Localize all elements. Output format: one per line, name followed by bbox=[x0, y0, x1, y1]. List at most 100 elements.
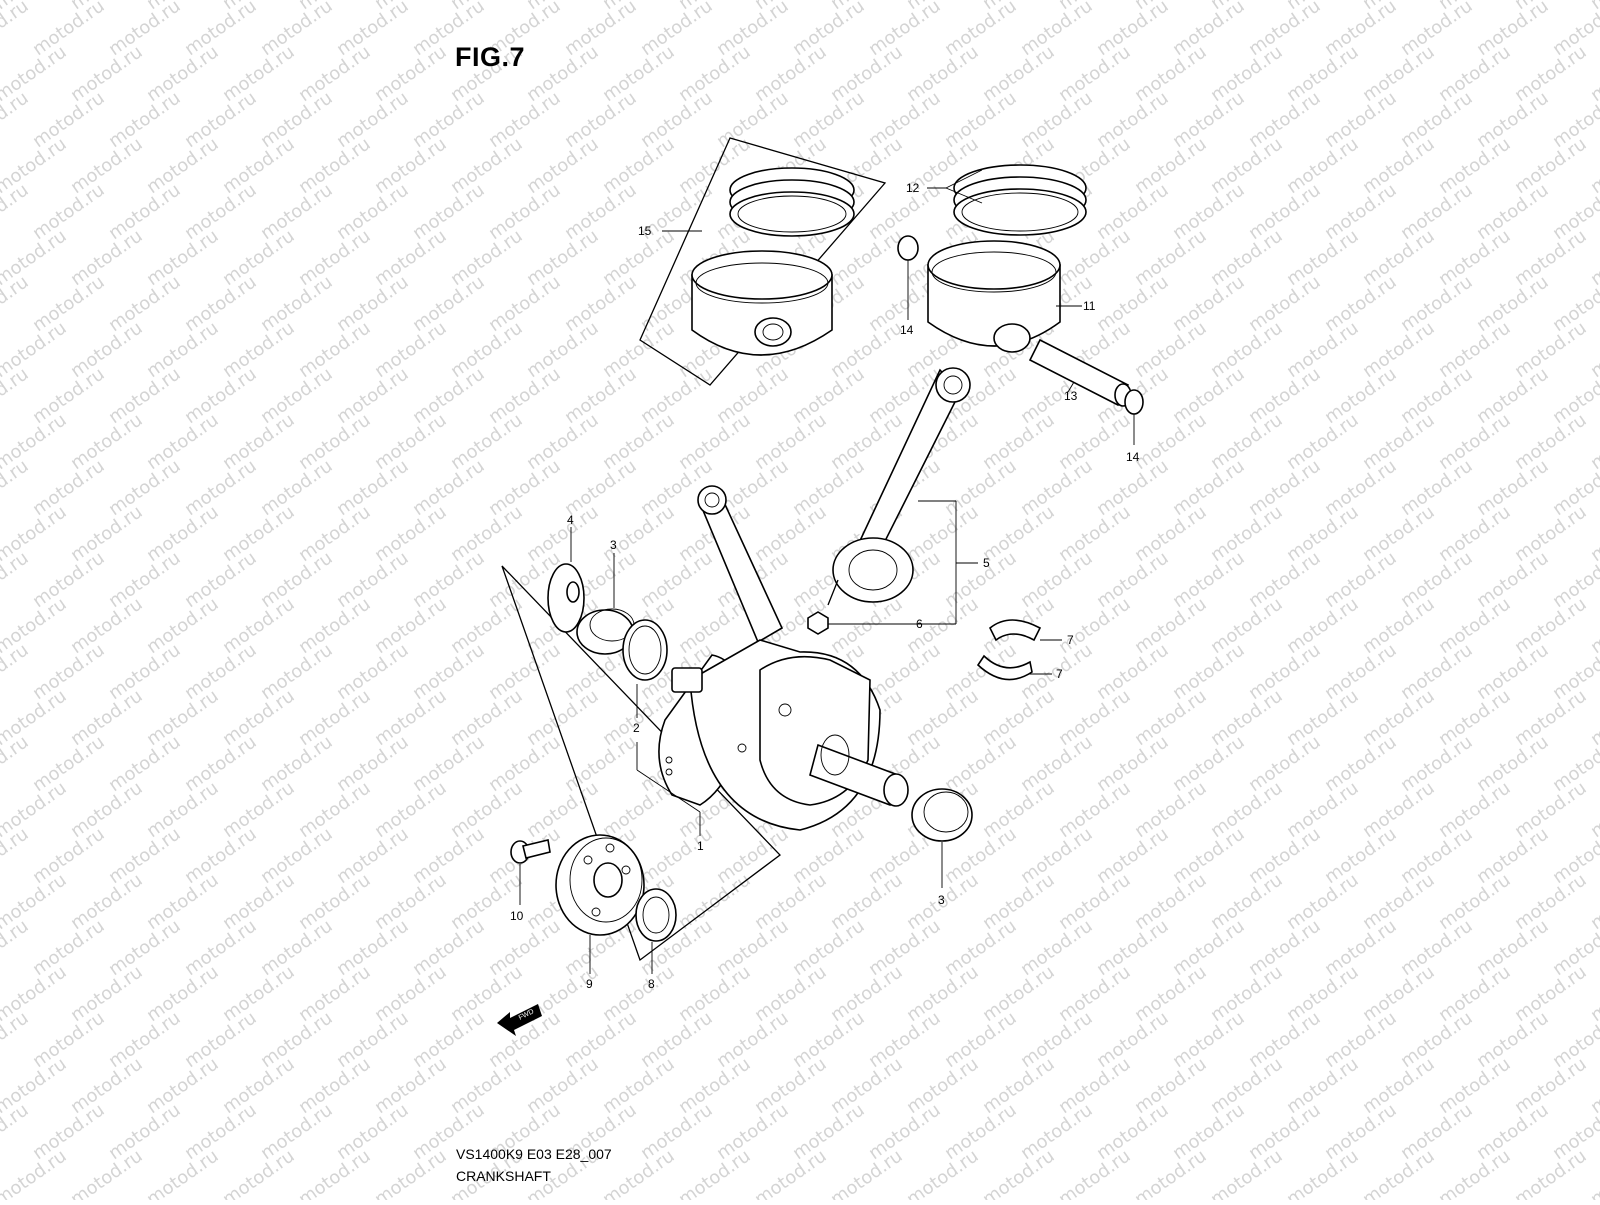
watermark-text: motod.ru bbox=[1055, 42, 1135, 107]
watermark-text: motod.ru bbox=[257, 272, 337, 337]
watermark-text: motod.ru bbox=[447, 410, 527, 475]
watermark-text: motod.ru bbox=[181, 1100, 261, 1165]
watermark-text: motod.ru bbox=[1435, 42, 1515, 107]
watermark-text: motod.ru bbox=[1055, 594, 1135, 659]
watermark-text: motod.ru bbox=[295, 778, 375, 843]
watermark-text: motod.ru bbox=[1321, 640, 1401, 705]
watermark-text: motod.ru bbox=[1587, 962, 1600, 1027]
watermark-text: motod.ru bbox=[1587, 318, 1600, 383]
watermark-text: motod.ru bbox=[257, 640, 337, 705]
watermark-text: motod.ru bbox=[979, 962, 1059, 1027]
watermark-text: motod.ru bbox=[827, 962, 907, 1027]
watermark-text: motod.ru bbox=[181, 548, 261, 613]
watermark-text: motod.ru bbox=[865, 1100, 945, 1165]
watermark-text: motod.ru bbox=[751, 502, 831, 567]
callout-4: 4 bbox=[567, 513, 574, 527]
watermark-text: motod.ru bbox=[105, 1008, 185, 1073]
watermark-text: motod.ru bbox=[105, 640, 185, 705]
watermark-text: motod.ru bbox=[637, 0, 717, 60]
watermark-text: motod.ru bbox=[1359, 594, 1439, 659]
watermark-text: motod.ru bbox=[1245, 916, 1325, 981]
watermark-text: motod.ru bbox=[1169, 180, 1249, 245]
watermark-text: motod.ru bbox=[1435, 226, 1515, 291]
watermark-text: motod.ru bbox=[1207, 870, 1287, 935]
watermark-text: motod.ru bbox=[1169, 640, 1249, 705]
watermark-text: motod.ru bbox=[447, 318, 527, 383]
watermark-text: motod.ru bbox=[333, 180, 413, 245]
watermark-text: motod.ru bbox=[1093, 88, 1173, 153]
watermark-text: motod.ru bbox=[1511, 594, 1591, 659]
watermark-text: motod.ru bbox=[219, 594, 299, 659]
watermark-text: motod.ru bbox=[219, 410, 299, 475]
watermark-text: motod.ru bbox=[1055, 226, 1135, 291]
watermark-text: motod.ru bbox=[105, 272, 185, 337]
callout-6: 6 bbox=[916, 617, 923, 631]
watermark-text: motod.ru bbox=[903, 1054, 983, 1119]
watermark-text: motod.ru bbox=[333, 732, 413, 797]
callout-12: 12 bbox=[906, 181, 920, 195]
watermark-text: motod.ru bbox=[1587, 1054, 1600, 1119]
watermark-text: motod.ru bbox=[1017, 732, 1097, 797]
callout-9: 9 bbox=[586, 977, 593, 991]
watermark-text: motod.ru bbox=[371, 962, 451, 1027]
watermark-text: motod.ru bbox=[1207, 410, 1287, 475]
watermark-text: motod.ru bbox=[1131, 962, 1211, 1027]
watermark-text: motod.ru bbox=[1169, 824, 1249, 889]
watermark-text: motod.ru bbox=[1587, 594, 1600, 659]
watermark-text: motod.ru bbox=[1435, 778, 1515, 843]
watermark-text: motod.ru bbox=[1245, 364, 1325, 429]
watermark-text: motod.ru bbox=[105, 88, 185, 153]
watermark-text: motod.ru bbox=[1359, 410, 1439, 475]
watermark-text: motod.ru bbox=[1245, 732, 1325, 797]
watermark-text: motod.ru bbox=[1283, 594, 1363, 659]
watermark-text: motod.ru bbox=[523, 1054, 603, 1119]
watermark-text: motod.ru bbox=[1511, 778, 1591, 843]
watermark-text: motod.ru bbox=[865, 88, 945, 153]
watermark-text: motod.ru bbox=[827, 870, 907, 935]
watermark-text: motod.ru bbox=[1321, 272, 1401, 337]
watermark-text: motod.ru bbox=[1055, 1146, 1135, 1200]
watermark-text: motod.ru bbox=[637, 364, 717, 429]
watermark-text: motod.ru bbox=[105, 1100, 185, 1165]
watermark-text: motod.ru bbox=[371, 410, 451, 475]
watermark-text: motod.ru bbox=[1131, 778, 1211, 843]
watermark-text: motod.ru bbox=[409, 824, 489, 889]
watermark-text: motod.ru bbox=[903, 594, 983, 659]
watermark-text: motod.ru bbox=[409, 88, 489, 153]
watermark-text: motod.ru bbox=[219, 962, 299, 1027]
watermark-text: motod.ru bbox=[903, 502, 983, 567]
watermark-text: motod.ru bbox=[67, 1146, 147, 1200]
watermark-text: motod.ru bbox=[371, 318, 451, 383]
watermark-text: motod.ru bbox=[1055, 870, 1135, 935]
watermark-text: motod.ru bbox=[1435, 686, 1515, 751]
watermark-text: motod.ru bbox=[1093, 1008, 1173, 1073]
watermark-text: motod.ru bbox=[1283, 42, 1363, 107]
watermark-text: motod.ru bbox=[1207, 134, 1287, 199]
watermark-text: motod.ru bbox=[447, 502, 527, 567]
watermark-text: motod.ru bbox=[1435, 410, 1515, 475]
watermark-text: motod.ru bbox=[865, 916, 945, 981]
watermark-text: motod.ru bbox=[1397, 824, 1477, 889]
watermark-text: motod.ru bbox=[1473, 456, 1553, 521]
watermark-text: motod.ru bbox=[67, 318, 147, 383]
watermark-text: motod.ru bbox=[1169, 916, 1249, 981]
watermark-text: motod.ru bbox=[143, 686, 223, 751]
watermark-text: motod.ru bbox=[1283, 226, 1363, 291]
watermark-text: motod.ru bbox=[1511, 1146, 1591, 1200]
watermark-text: motod.ru bbox=[1131, 226, 1211, 291]
watermark-text: motod.ru bbox=[1093, 916, 1173, 981]
watermark-text: motod.ru bbox=[371, 870, 451, 935]
watermark-text: motod.ru bbox=[333, 824, 413, 889]
watermark-text: motod.ru bbox=[1283, 318, 1363, 383]
watermark-text: motod.ru bbox=[1397, 364, 1477, 429]
watermark-text: motod.ru bbox=[1169, 272, 1249, 337]
watermark-text: motod.ru bbox=[1473, 824, 1553, 889]
watermark-text: motod.ru bbox=[713, 916, 793, 981]
watermark-text: motod.ru bbox=[143, 226, 223, 291]
watermark-text: motod.ru bbox=[789, 824, 869, 889]
watermark-text: motod.ru bbox=[295, 502, 375, 567]
watermark-text: motod.ru bbox=[1283, 962, 1363, 1027]
watermark-text: motod.ru bbox=[523, 502, 603, 567]
watermark-text: motod.ru bbox=[827, 1054, 907, 1119]
bearing-3-right bbox=[911, 788, 973, 842]
